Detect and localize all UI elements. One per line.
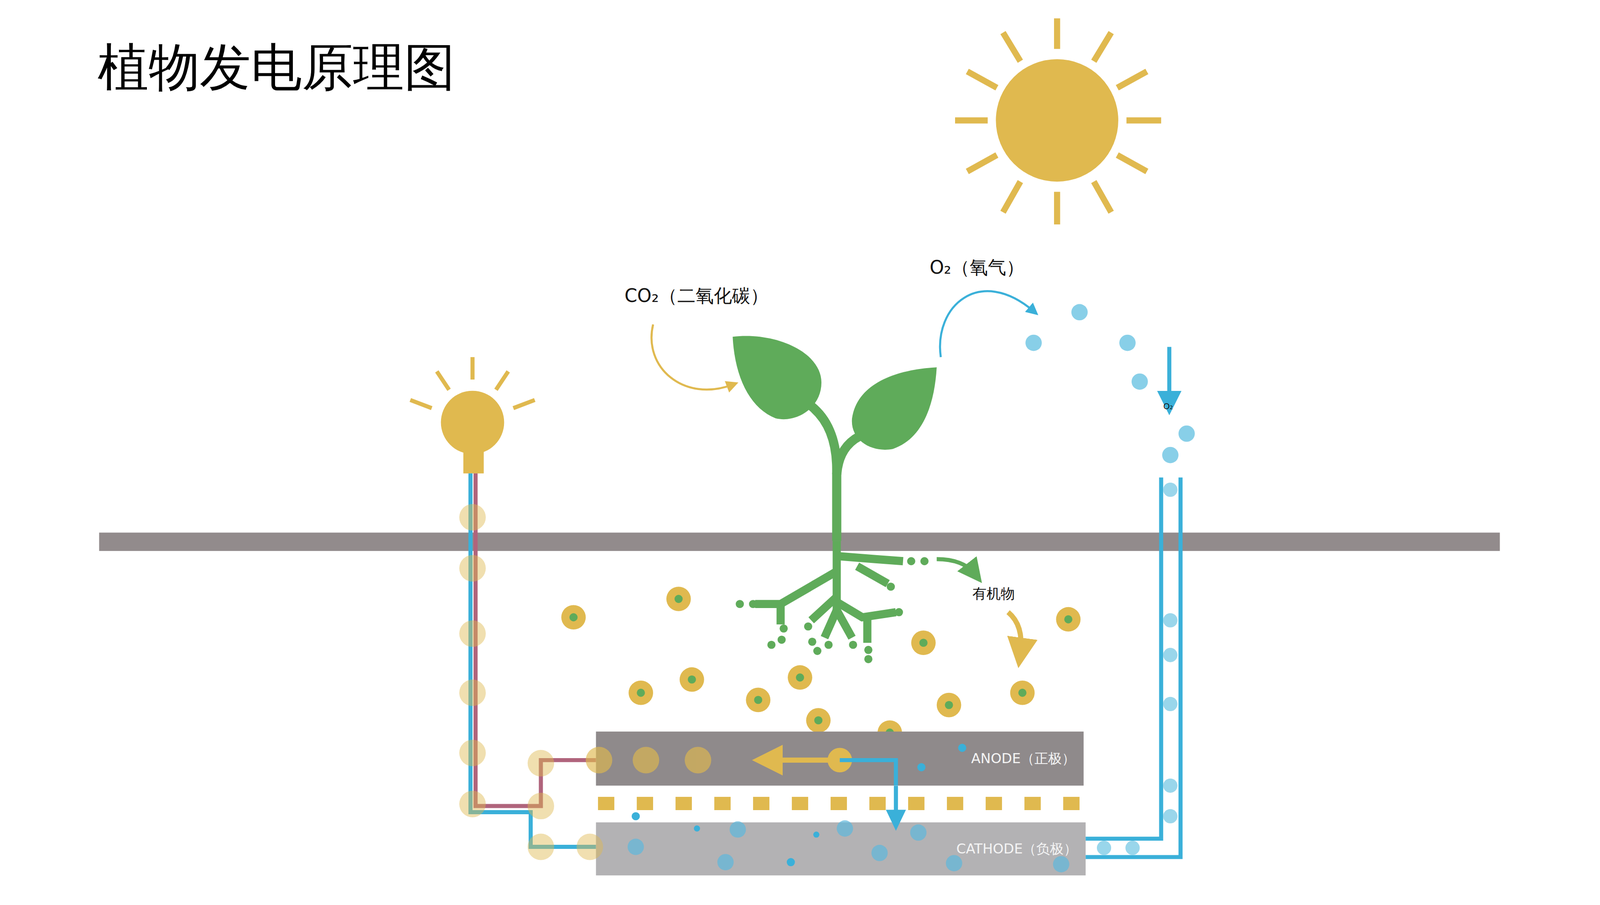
oxygen-bubbles [1025, 304, 1195, 464]
substance-label: 有机物 [972, 585, 1015, 602]
oxygen-tube [1085, 477, 1181, 858]
electrode-label: CATHODE（负极） [956, 839, 1086, 859]
anode-electrode: ANODE（正极） [596, 731, 1084, 786]
gas-label: CO₂（二氧化碳） [624, 285, 769, 306]
current-arrow [885, 785, 906, 832]
anode-band [596, 731, 1084, 786]
ground-line [98, 532, 1500, 551]
light-bulb [410, 357, 536, 474]
organic-particles [561, 586, 1081, 745]
wire [475, 473, 597, 806]
title: 植物发电原理图 [97, 36, 456, 98]
separator [597, 796, 1080, 811]
gas-label: O₂ [1163, 401, 1173, 411]
wire [470, 473, 597, 847]
gas-label: O₂（氧气） [929, 257, 1025, 278]
electrode-label: ANODE（正极） [971, 749, 1084, 769]
plant [732, 335, 975, 663]
sun [955, 18, 1162, 225]
cathode-electrode: CATHODE（负极） [596, 822, 1086, 876]
